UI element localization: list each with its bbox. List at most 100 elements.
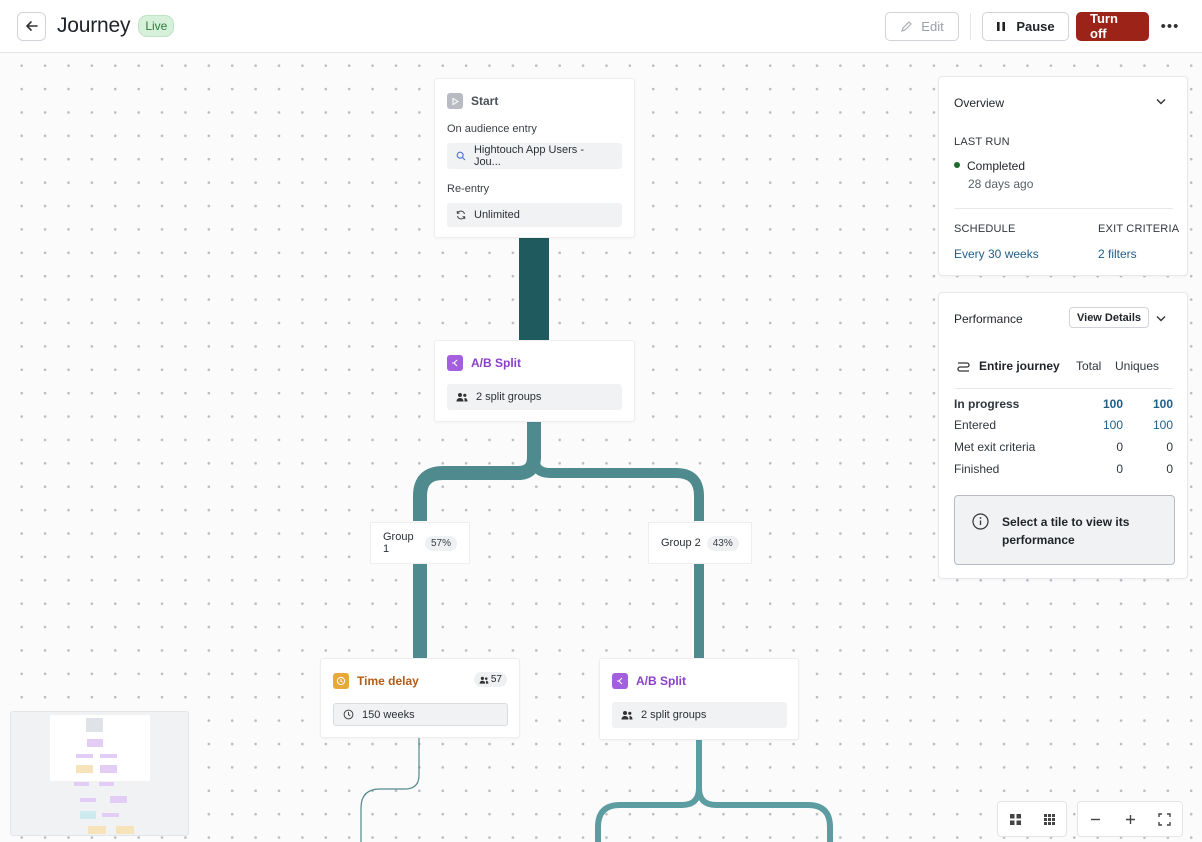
- split-groups-field: 2 split groups: [447, 384, 622, 410]
- exit-criteria-label: EXIT CRITERIA: [1098, 223, 1180, 235]
- group-1-label: Group 1: [383, 531, 414, 555]
- page-title: Journey: [57, 14, 131, 37]
- time-delay-count: 57: [490, 674, 502, 685]
- flow-connectors: [360, 237, 833, 842]
- pause-button-label: Pause: [1016, 18, 1055, 34]
- clock-icon: [343, 709, 354, 720]
- users-icon: [479, 676, 489, 684]
- minimap[interactable]: [10, 711, 189, 836]
- search-icon: [456, 151, 466, 161]
- zoom-in-button[interactable]: [1113, 802, 1148, 836]
- view-details-button[interactable]: View Details: [1069, 307, 1149, 328]
- perf-row-total: 0: [1116, 462, 1123, 476]
- last-run-label: LAST RUN: [954, 136, 1010, 148]
- perf-row-label: Entered: [954, 418, 997, 432]
- minus-icon: [1090, 818, 1100, 820]
- overview-panel: Overview LAST RUN Completed 28 days ago …: [938, 76, 1188, 276]
- perf-row-total: 100: [1102, 397, 1123, 411]
- pause-button[interactable]: Pause: [982, 11, 1069, 41]
- zoom-controls: [1077, 801, 1183, 837]
- arrow-left-icon: [25, 21, 38, 31]
- turn-off-button[interactable]: Turn off: [1076, 11, 1149, 41]
- last-run-time: 28 days ago: [968, 177, 1034, 191]
- schedule-label: SCHEDULE: [954, 223, 1016, 235]
- start-node-title: Start: [471, 94, 499, 108]
- delay-duration-value: 150 weeks: [362, 708, 415, 721]
- dots-grid-icon: [1043, 813, 1055, 825]
- zoom-out-button[interactable]: [1078, 802, 1113, 836]
- last-run-status: Completed: [967, 159, 1026, 173]
- group-2-percent: 43%: [706, 535, 739, 551]
- perf-row-label: Finished: [954, 462, 1000, 476]
- perf-row-finished: Finished 0 0: [954, 462, 1173, 476]
- fit-view-button[interactable]: [1147, 802, 1182, 836]
- perf-row-uniques: 100: [1152, 397, 1173, 411]
- pause-icon: [997, 21, 1006, 31]
- ab-split-2-title: A/B Split: [636, 674, 686, 688]
- ab-split-node-2[interactable]: A/B Split 2 split groups: [599, 658, 799, 740]
- performance-title: Performance: [954, 312, 1023, 326]
- split-icon: [447, 355, 463, 371]
- reentry-label: Re-entry: [447, 183, 490, 195]
- reentry-field[interactable]: Unlimited: [447, 203, 622, 227]
- back-button[interactable]: [17, 11, 46, 41]
- perf-row-entered: Entered 100 100: [954, 418, 1173, 432]
- group-2-label: Group 2: [661, 537, 701, 549]
- users-icon: [621, 711, 633, 720]
- time-delay-count-badge: 57: [473, 672, 507, 687]
- perf-row-uniques: 0: [1166, 462, 1173, 476]
- schedule-link[interactable]: Every 30 weeks: [954, 247, 1039, 261]
- minimap-preview: [50, 715, 150, 834]
- grid-icon: [1009, 813, 1021, 825]
- header-actions: Edit Pause Turn off •••: [885, 11, 1185, 41]
- audience-field[interactable]: Hightouch App Users - Jou...: [447, 143, 622, 169]
- perf-row-total: 0: [1116, 440, 1123, 454]
- delay-duration-field: 150 weeks: [333, 703, 508, 726]
- split-groups-value: 2 split groups: [476, 391, 542, 403]
- chevron-down-icon[interactable]: [1156, 315, 1166, 322]
- more-options-icon[interactable]: •••: [1160, 17, 1180, 35]
- exit-criteria-link[interactable]: 2 filters: [1098, 247, 1137, 261]
- perf-row-total[interactable]: 100: [1102, 418, 1123, 432]
- perf-row-met-exit: Met exit criteria 0 0: [954, 440, 1173, 454]
- perf-row-uniques[interactable]: 100: [1152, 418, 1173, 432]
- play-icon: [447, 93, 463, 109]
- chevron-down-icon[interactable]: [1156, 98, 1166, 105]
- info-icon: [972, 513, 989, 530]
- header-divider: [970, 12, 971, 40]
- audience-name: Hightouch App Users - Jou...: [473, 144, 584, 168]
- status-badge: Live: [138, 15, 175, 37]
- split-groups-value-2: 2 split groups: [641, 709, 707, 721]
- select-tile-hint-text: Select a tile to view its performance: [1002, 515, 1130, 547]
- overview-title: Overview: [954, 96, 1005, 110]
- journey-icon: [957, 362, 970, 372]
- grid-layout-button[interactable]: [998, 802, 1032, 836]
- group-2-pill[interactable]: Group 2 43%: [648, 522, 752, 564]
- expand-icon: [1158, 812, 1171, 826]
- edit-button-label: Edit: [921, 18, 944, 34]
- group-1-percent: 57%: [424, 535, 457, 551]
- perf-row-uniques: 0: [1166, 440, 1173, 454]
- users-icon: [456, 393, 468, 402]
- start-node[interactable]: Start On audience entry Hightouch App Us…: [434, 78, 635, 238]
- time-delay-node[interactable]: Time delay 57 150 weeks: [320, 658, 520, 738]
- clock-icon: [333, 673, 349, 689]
- perf-row-label: In progress: [954, 397, 1020, 411]
- split-groups-field-2: 2 split groups: [612, 702, 787, 728]
- dots-grid-button[interactable]: [1032, 802, 1066, 836]
- refresh-icon: [456, 210, 466, 220]
- perf-row-in-progress: In progress 100 100: [954, 397, 1173, 411]
- layout-controls: [997, 801, 1067, 837]
- ab-split-node[interactable]: A/B Split 2 split groups: [434, 340, 635, 422]
- overview-divider: [954, 208, 1173, 209]
- performance-divider: [954, 388, 1173, 389]
- split-icon: [612, 673, 628, 689]
- header-bar: Journey Live Edit Pause Turn off •••: [0, 0, 1202, 53]
- group-1-pill[interactable]: Group 1 57%: [370, 522, 470, 564]
- ab-split-title: A/B Split: [471, 356, 521, 370]
- edit-button[interactable]: Edit: [885, 11, 959, 41]
- time-delay-title: Time delay: [357, 674, 419, 688]
- audience-entry-label: On audience entry: [447, 123, 537, 135]
- reentry-value: Unlimited: [474, 209, 520, 221]
- select-tile-hint: Select a tile to view its performance: [954, 495, 1175, 565]
